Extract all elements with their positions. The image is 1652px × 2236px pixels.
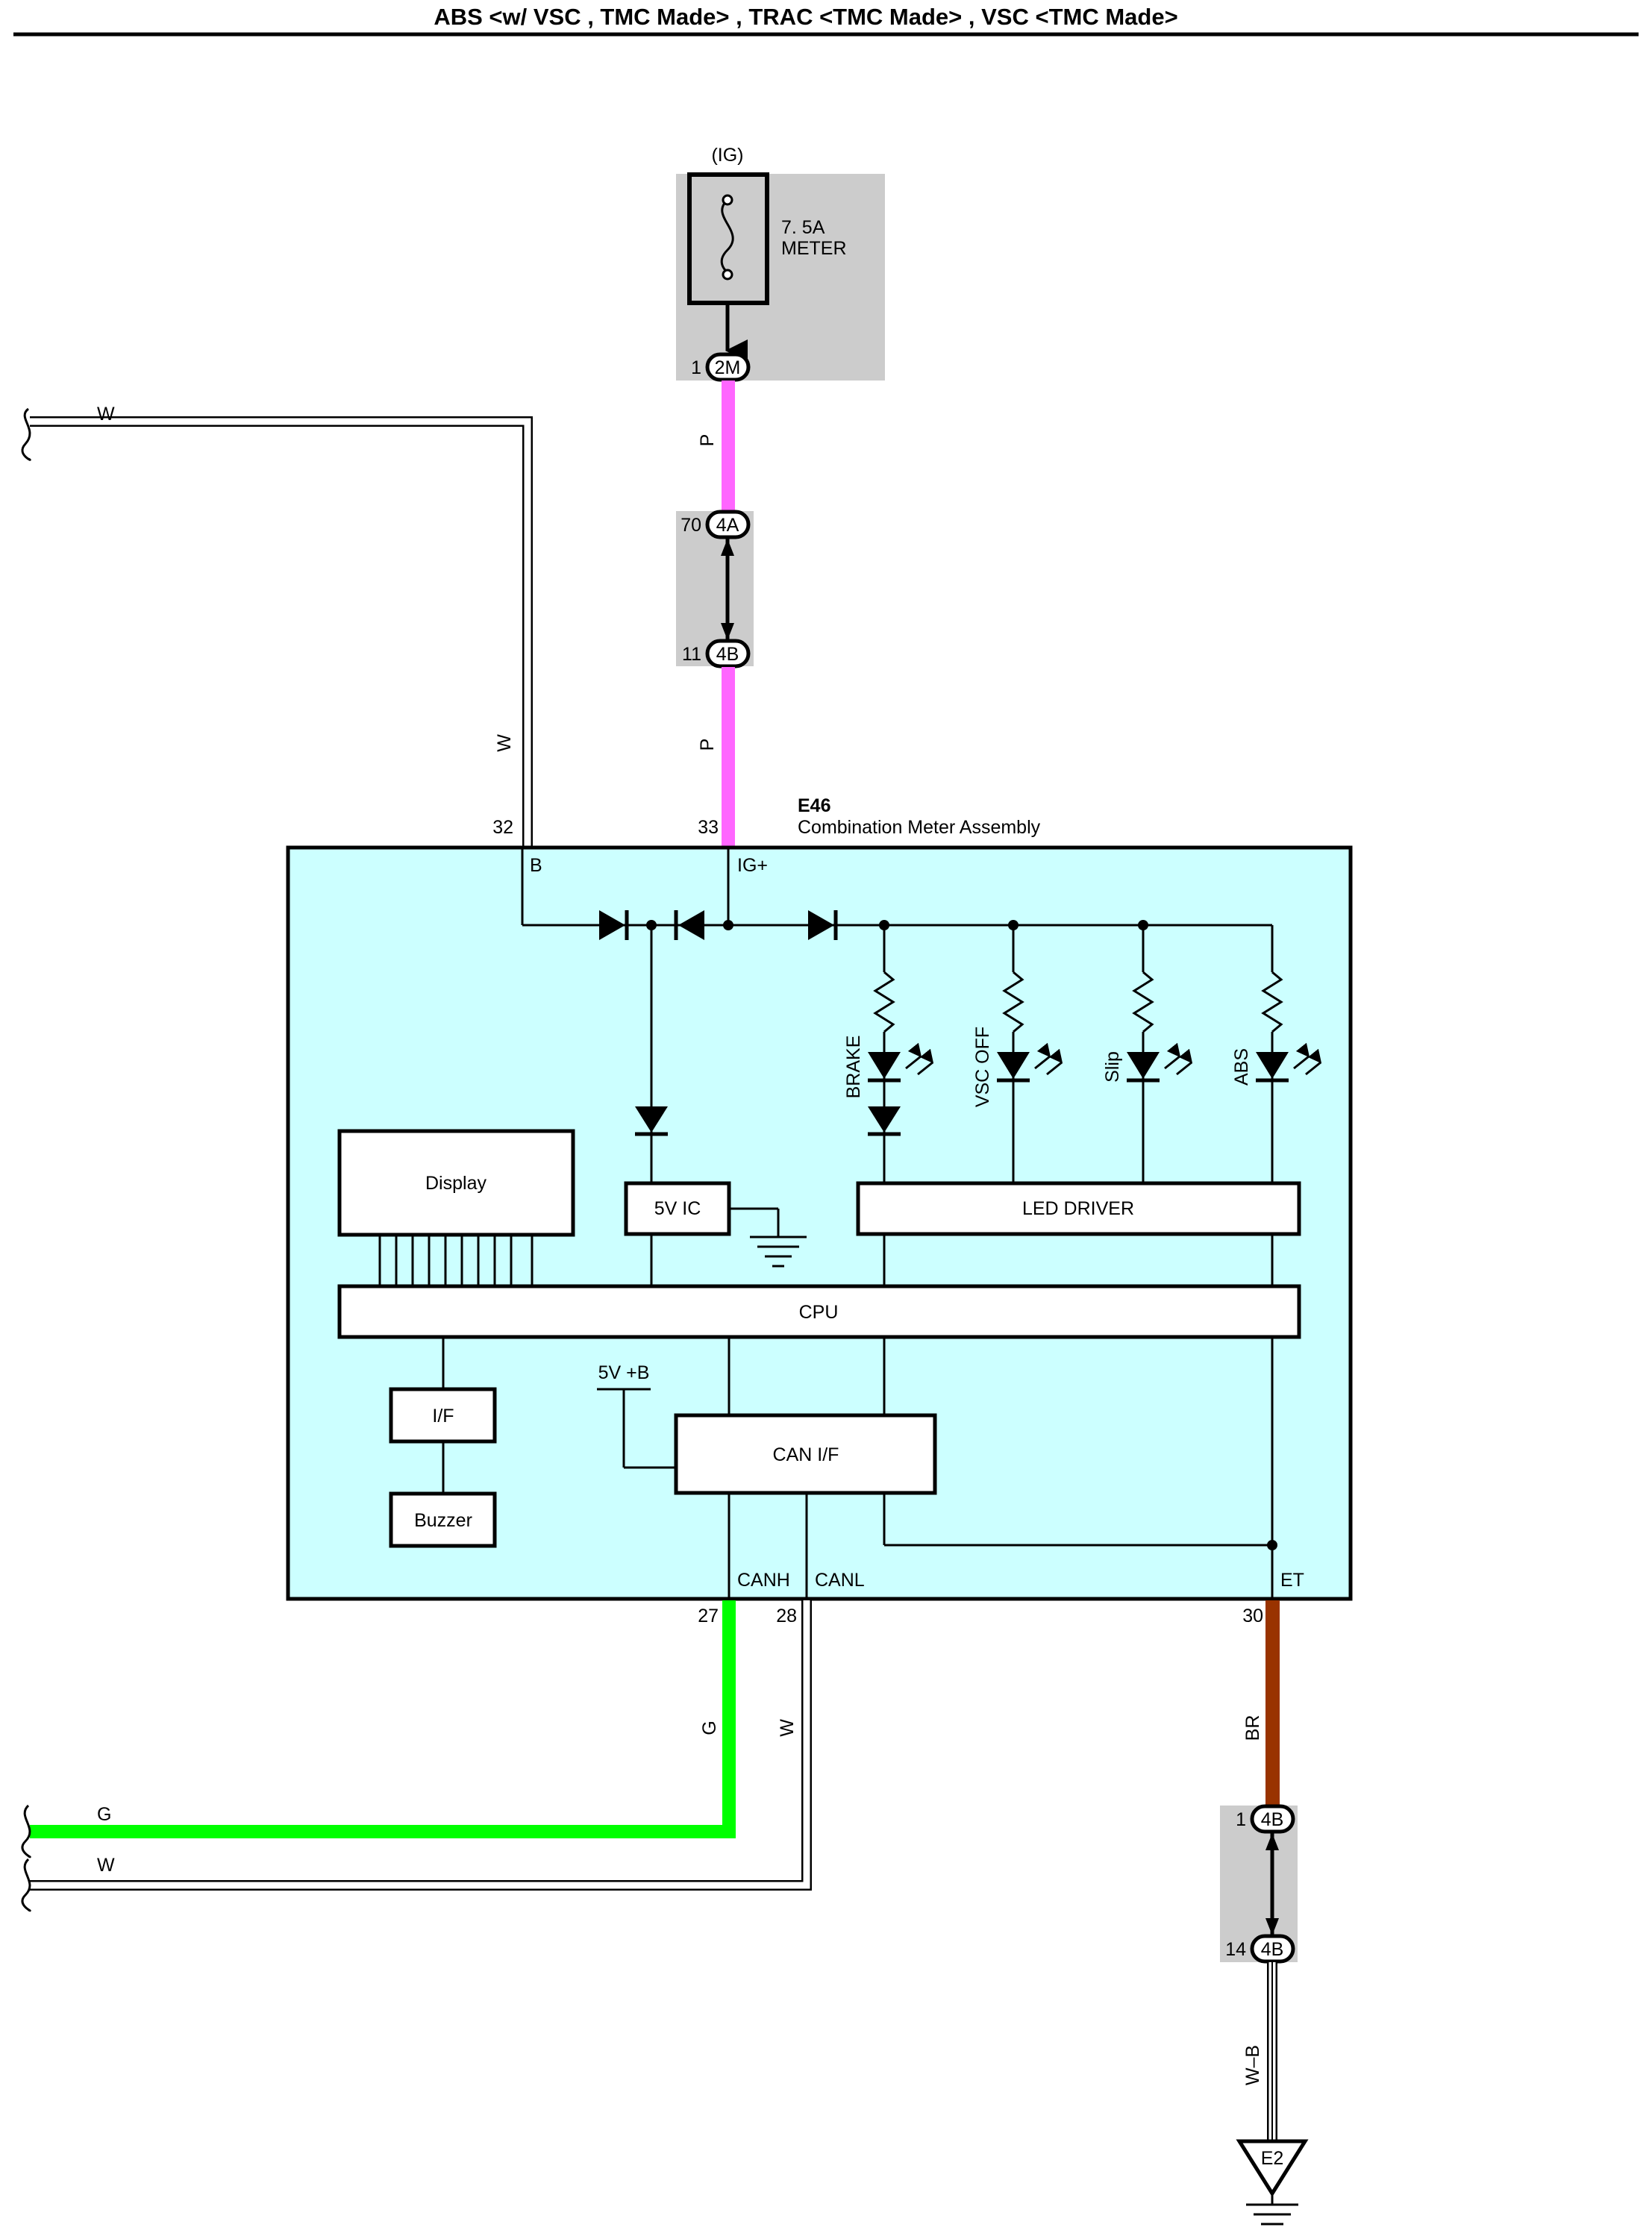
diode-5v-icon (635, 1106, 668, 1133)
connector-4b-top-pin: 11 (682, 644, 701, 665)
ground-point-e2-icon (1236, 2139, 1309, 2197)
fuse-box-background (676, 174, 885, 381)
fuse-supply-label: (IG) (711, 145, 743, 166)
wire-p-lower (722, 667, 735, 848)
wire-w-top (30, 418, 531, 848)
junction-4b-arrow-up-icon (1265, 1833, 1279, 1850)
interface-block (389, 1387, 497, 1444)
wire-g-horizontal-label: G (97, 1804, 111, 1825)
wire-w-canl-outline (30, 1600, 812, 1891)
lamp-branch-brake (868, 925, 934, 1182)
fuse-rating: 7. 5A (781, 217, 825, 238)
wire-break-top-icon (21, 407, 31, 461)
meter-pin-ig: 33 (698, 817, 719, 838)
diode-b-icon (599, 910, 625, 940)
connector-4a (705, 510, 751, 539)
connector-4b-bottom-pin: 14 (1225, 1939, 1246, 1960)
lamp-label-slip: Slip (1102, 1051, 1123, 1083)
supply-5v-label: 5V +B (598, 1362, 650, 1383)
connector-4b-br-code: 4B (1261, 1809, 1284, 1830)
et-node (1267, 1540, 1277, 1550)
terminal-et: ET (1280, 1570, 1304, 1591)
junction-arrow-down-icon (721, 623, 734, 640)
lamp-label-vsc-off: VSC OFF (972, 1027, 993, 1107)
interface-label: I/F (432, 1406, 454, 1427)
display-block (337, 1129, 575, 1237)
cpu-label: CPU (799, 1302, 839, 1323)
5v-ic-label: 5V IC (654, 1198, 701, 1219)
lamp-branch-slip (1127, 925, 1193, 1182)
fuse-terminal-top (722, 194, 733, 206)
junction-arrow-up-icon (721, 539, 734, 556)
connector-4b-bottom-code: 4B (1261, 1939, 1284, 1960)
meter-name: Combination Meter Assembly (798, 817, 1041, 838)
diode-ig-icon (678, 910, 704, 940)
terminal-ig: IG+ (737, 855, 768, 876)
fuse-name: METER (781, 238, 847, 259)
connector-4b-top-code: 4B (716, 644, 739, 665)
wire-p-upper (722, 381, 735, 511)
buzzer-block (389, 1491, 497, 1548)
wire-w-canl (30, 1600, 810, 1889)
connector-2m-pin: 1 (691, 357, 701, 378)
led-driver-label: LED DRIVER (1022, 1198, 1134, 1219)
wire-break-g-icon (21, 1804, 31, 1858)
connector-4b-bottom (1250, 1934, 1295, 1964)
ground-code: E2 (1261, 2148, 1284, 2169)
buzzer-label: Buzzer (414, 1510, 472, 1531)
wire-p-upper-label: P (697, 434, 718, 447)
fuse-terminal-bottom (722, 269, 733, 281)
wire-wb-label: W–B (1242, 2045, 1263, 2085)
rail-node-ig (723, 920, 733, 930)
chassis-ground-icon (750, 1236, 807, 1268)
connector-4a-pin: 70 (680, 515, 701, 536)
display-label: Display (425, 1173, 486, 1194)
connector-4b-br-pin: 1 (1236, 1809, 1246, 1830)
wire-w-vertical-label: W (777, 1719, 798, 1737)
wire-w-top-label: W (97, 404, 115, 425)
display-bus-lines (378, 1235, 534, 1286)
lamp-label-abs: ABS (1231, 1048, 1252, 1086)
wire-w-horizontal-label: W (97, 1855, 115, 1876)
ground-symbol-icon (1246, 2203, 1298, 2226)
connector-2m (705, 352, 751, 382)
connector-2m-code: 2M (715, 357, 741, 378)
meter-pin-canh: 27 (698, 1606, 719, 1626)
terminal-canl: CANL (815, 1570, 865, 1591)
lamp-label-brake: BRAKE (843, 1036, 864, 1099)
connector-4b-top (705, 639, 751, 668)
diagram-title: ABS <w/ VSC , TMC Made> , TRAC <TMC Made… (434, 4, 1177, 30)
wire-br (1265, 1600, 1280, 1817)
wire-break-w-icon (21, 1858, 31, 1912)
terminal-canh: CANH (737, 1570, 790, 1591)
wire-w-left-vertical-label: W (494, 734, 515, 752)
lamp-branch-abs (1256, 925, 1322, 1182)
meter-pin-canl: 28 (776, 1606, 797, 1626)
5v-ic-block (624, 1181, 731, 1236)
can-if-label: CAN I/F (773, 1444, 839, 1465)
meter-code: E46 (798, 795, 830, 816)
connector-4b-br (1250, 1804, 1295, 1834)
wire-w-top-outline (30, 416, 533, 848)
junction-4b-arrow-down-icon (1265, 1918, 1279, 1935)
cpu-block (337, 1284, 1301, 1339)
wire-p-lower-label: P (697, 739, 718, 751)
meter-pin-et: 30 (1242, 1606, 1263, 1626)
diode-lamp-icon (808, 910, 834, 940)
led-driver-block (856, 1181, 1301, 1236)
terminal-b: B (530, 855, 542, 876)
lamp-branch-vsc-off (997, 925, 1063, 1182)
wire-g-canh (30, 1600, 736, 1838)
wire-br-label: BR (1242, 1715, 1263, 1741)
meter-pin-b: 32 (492, 817, 513, 838)
wire-g-vertical-label: G (699, 1720, 720, 1735)
connector-4a-code: 4A (716, 515, 739, 536)
